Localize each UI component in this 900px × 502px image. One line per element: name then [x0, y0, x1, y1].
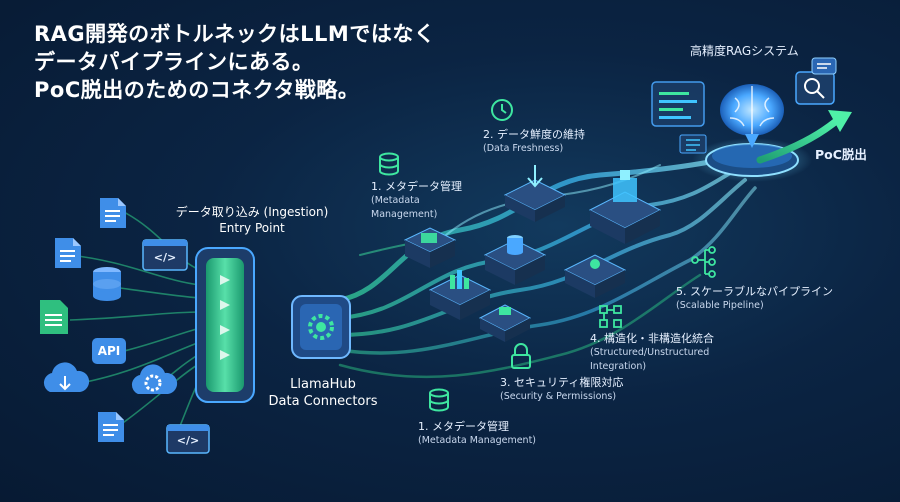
step-metadata-top-sub2: Management): [371, 209, 438, 220]
cloud-settings-icon: [131, 364, 178, 394]
step-scalable-title: 5. スケーラブルなパイプライン: [676, 285, 833, 298]
api-badge-icon: [92, 338, 126, 364]
entry-point-panel: [195, 247, 255, 403]
search-chart-icon: [795, 71, 835, 105]
node-security: [478, 304, 532, 342]
api-badge-text: API: [97, 344, 121, 358]
node-metadata-upper: [403, 227, 457, 268]
code-symbol-text: </>: [153, 251, 177, 264]
headline-line-1: RAG開発のボトルネックはLLMではなく: [34, 22, 436, 46]
doc-icon: [55, 238, 81, 268]
step-security: 3. セキュリティ権限対応 (Security & Permissions): [500, 376, 623, 404]
grid-panel-icon: [679, 134, 707, 154]
step-security-sub: (Security & Permissions): [500, 391, 617, 402]
llamahub-subtitle: Data Connectors: [268, 394, 378, 409]
step-scalable: 5. スケーラブルなパイプライン (Scalable Pipeline): [676, 285, 833, 313]
step-metadata-top-sub1: (Metadata: [371, 195, 420, 206]
node-database: [483, 235, 547, 285]
doc-icon: [100, 198, 126, 228]
step-metadata-top: 1. メタデータ管理 (Metadata Management): [371, 180, 462, 222]
network-nodes-icon: [691, 246, 716, 278]
headline-line-2: データパイプラインにある。: [34, 50, 314, 74]
step-structured: 4. 構造化・非構造化統合 (Structured/Unstructured I…: [590, 332, 714, 374]
step-metadata-top-title: 1. メタデータ管理: [371, 180, 462, 193]
doc-icon: [98, 412, 124, 442]
step-freshness: 2. データ鮮度の維持 (Data Freshness): [483, 128, 585, 156]
database-icon: [429, 388, 449, 412]
step-freshness-title: 2. データ鮮度の維持: [483, 128, 585, 141]
llamahub-label: LlamaHub Data Connectors: [258, 376, 388, 410]
step-structured-sub2: Integration): [590, 361, 647, 372]
step-metadata-bottom-sub: (Metadata Management): [418, 435, 536, 446]
headline: RAG開発のボトルネックはLLMではなく データパイプラインにある。 PoC脱出…: [34, 20, 435, 104]
step-security-title: 3. セキュリティ権限対応: [500, 376, 624, 389]
entry-point-label: データ取り込み (Ingestion) Entry Point: [152, 204, 352, 236]
database-icon: [93, 267, 121, 301]
rag-system: [651, 57, 837, 182]
poc-label: PoC脱出: [815, 147, 867, 162]
message-icon: [811, 57, 837, 75]
llamahub-title: LlamaHub: [290, 377, 356, 392]
step-freshness-sub: (Data Freshness): [483, 143, 564, 154]
poc-arrow-icon: [756, 110, 852, 164]
brain-icon: [720, 84, 784, 148]
node-server: [588, 170, 662, 244]
entry-point-subtitle: Entry Point: [219, 221, 285, 235]
sheet-icon: [40, 300, 68, 334]
llamahub-connector: [291, 295, 351, 359]
code-window-icon: [166, 424, 210, 454]
clock-refresh-icon: [491, 99, 513, 121]
step-metadata-bottom-title: 1. メタデータ管理: [418, 420, 509, 433]
code-symbol-text: </>: [176, 434, 200, 447]
node-structured: [563, 254, 627, 298]
rag-system-label: 高精度RAGシステム: [690, 44, 799, 58]
entry-point-title: データ取り込み (Ingestion): [175, 205, 329, 219]
step-metadata-bottom: 1. メタデータ管理 (Metadata Management): [418, 420, 536, 448]
pipeline-flows: [337, 157, 757, 379]
code-window-icon: [142, 239, 188, 271]
node-freshness: [503, 165, 567, 222]
step-structured-sub1: (Structured/Unstructured: [590, 347, 710, 358]
code-panel-icon: [651, 81, 705, 127]
cloud-download-icon: [43, 362, 90, 392]
step-scalable-sub: (Scalable Pipeline): [676, 300, 764, 311]
step-structured-title: 4. 構造化・非構造化統合: [590, 332, 714, 345]
lock-icon: [511, 343, 531, 369]
structure-grid-icon: [599, 305, 622, 328]
database-icon: [379, 152, 399, 176]
headline-line-3: PoC脱出のためのコネクタ戦略。: [34, 78, 360, 102]
node-analytics: [428, 270, 492, 320]
